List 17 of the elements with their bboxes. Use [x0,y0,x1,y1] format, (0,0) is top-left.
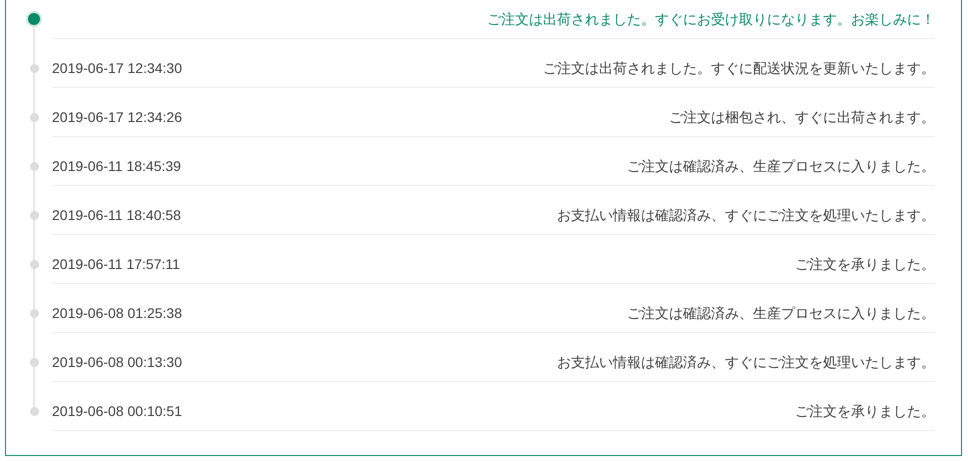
timestamp: 2019-06-08 00:13:30 [52,353,182,371]
status-message: ご注文は確認済み、生産プロセスに入りました。 [627,157,935,175]
status-message: お支払い情報は確認済み、すぐにご注文を処理いたします。 [557,206,935,224]
status-message: ご注文は確認済み、生産プロセスに入りました。 [627,304,935,322]
status-message: ご注文は出荷されました。すぐに配送状況を更新いたします。 [543,59,935,77]
timestamp: 2019-06-08 00:10:51 [52,402,182,420]
timestamp: 2019-06-08 01:25:38 [52,304,182,322]
timestamp: 2019-06-11 18:45:39 [52,157,181,175]
timestamp: 2019-06-11 17:57:11 [52,255,180,273]
status-message: ご注文は出荷されました。すぐにお受け取りになります。お楽しみに！ [487,10,935,28]
timestamp: 2019-06-11 18:40:58 [52,206,181,224]
timestamp: 2019-06-17 12:34:26 [52,108,182,126]
timestamp: 2019-06-17 12:34:30 [52,59,182,77]
status-message: お支払い情報は確認済み、すぐにご注文を処理いたします。 [557,353,935,371]
status-message: ご注文を承りました。 [795,402,935,420]
status-message: ご注文を承りました。 [795,255,935,273]
status-message: ご注文は梱包され、すぐに出荷されます。 [669,108,935,126]
